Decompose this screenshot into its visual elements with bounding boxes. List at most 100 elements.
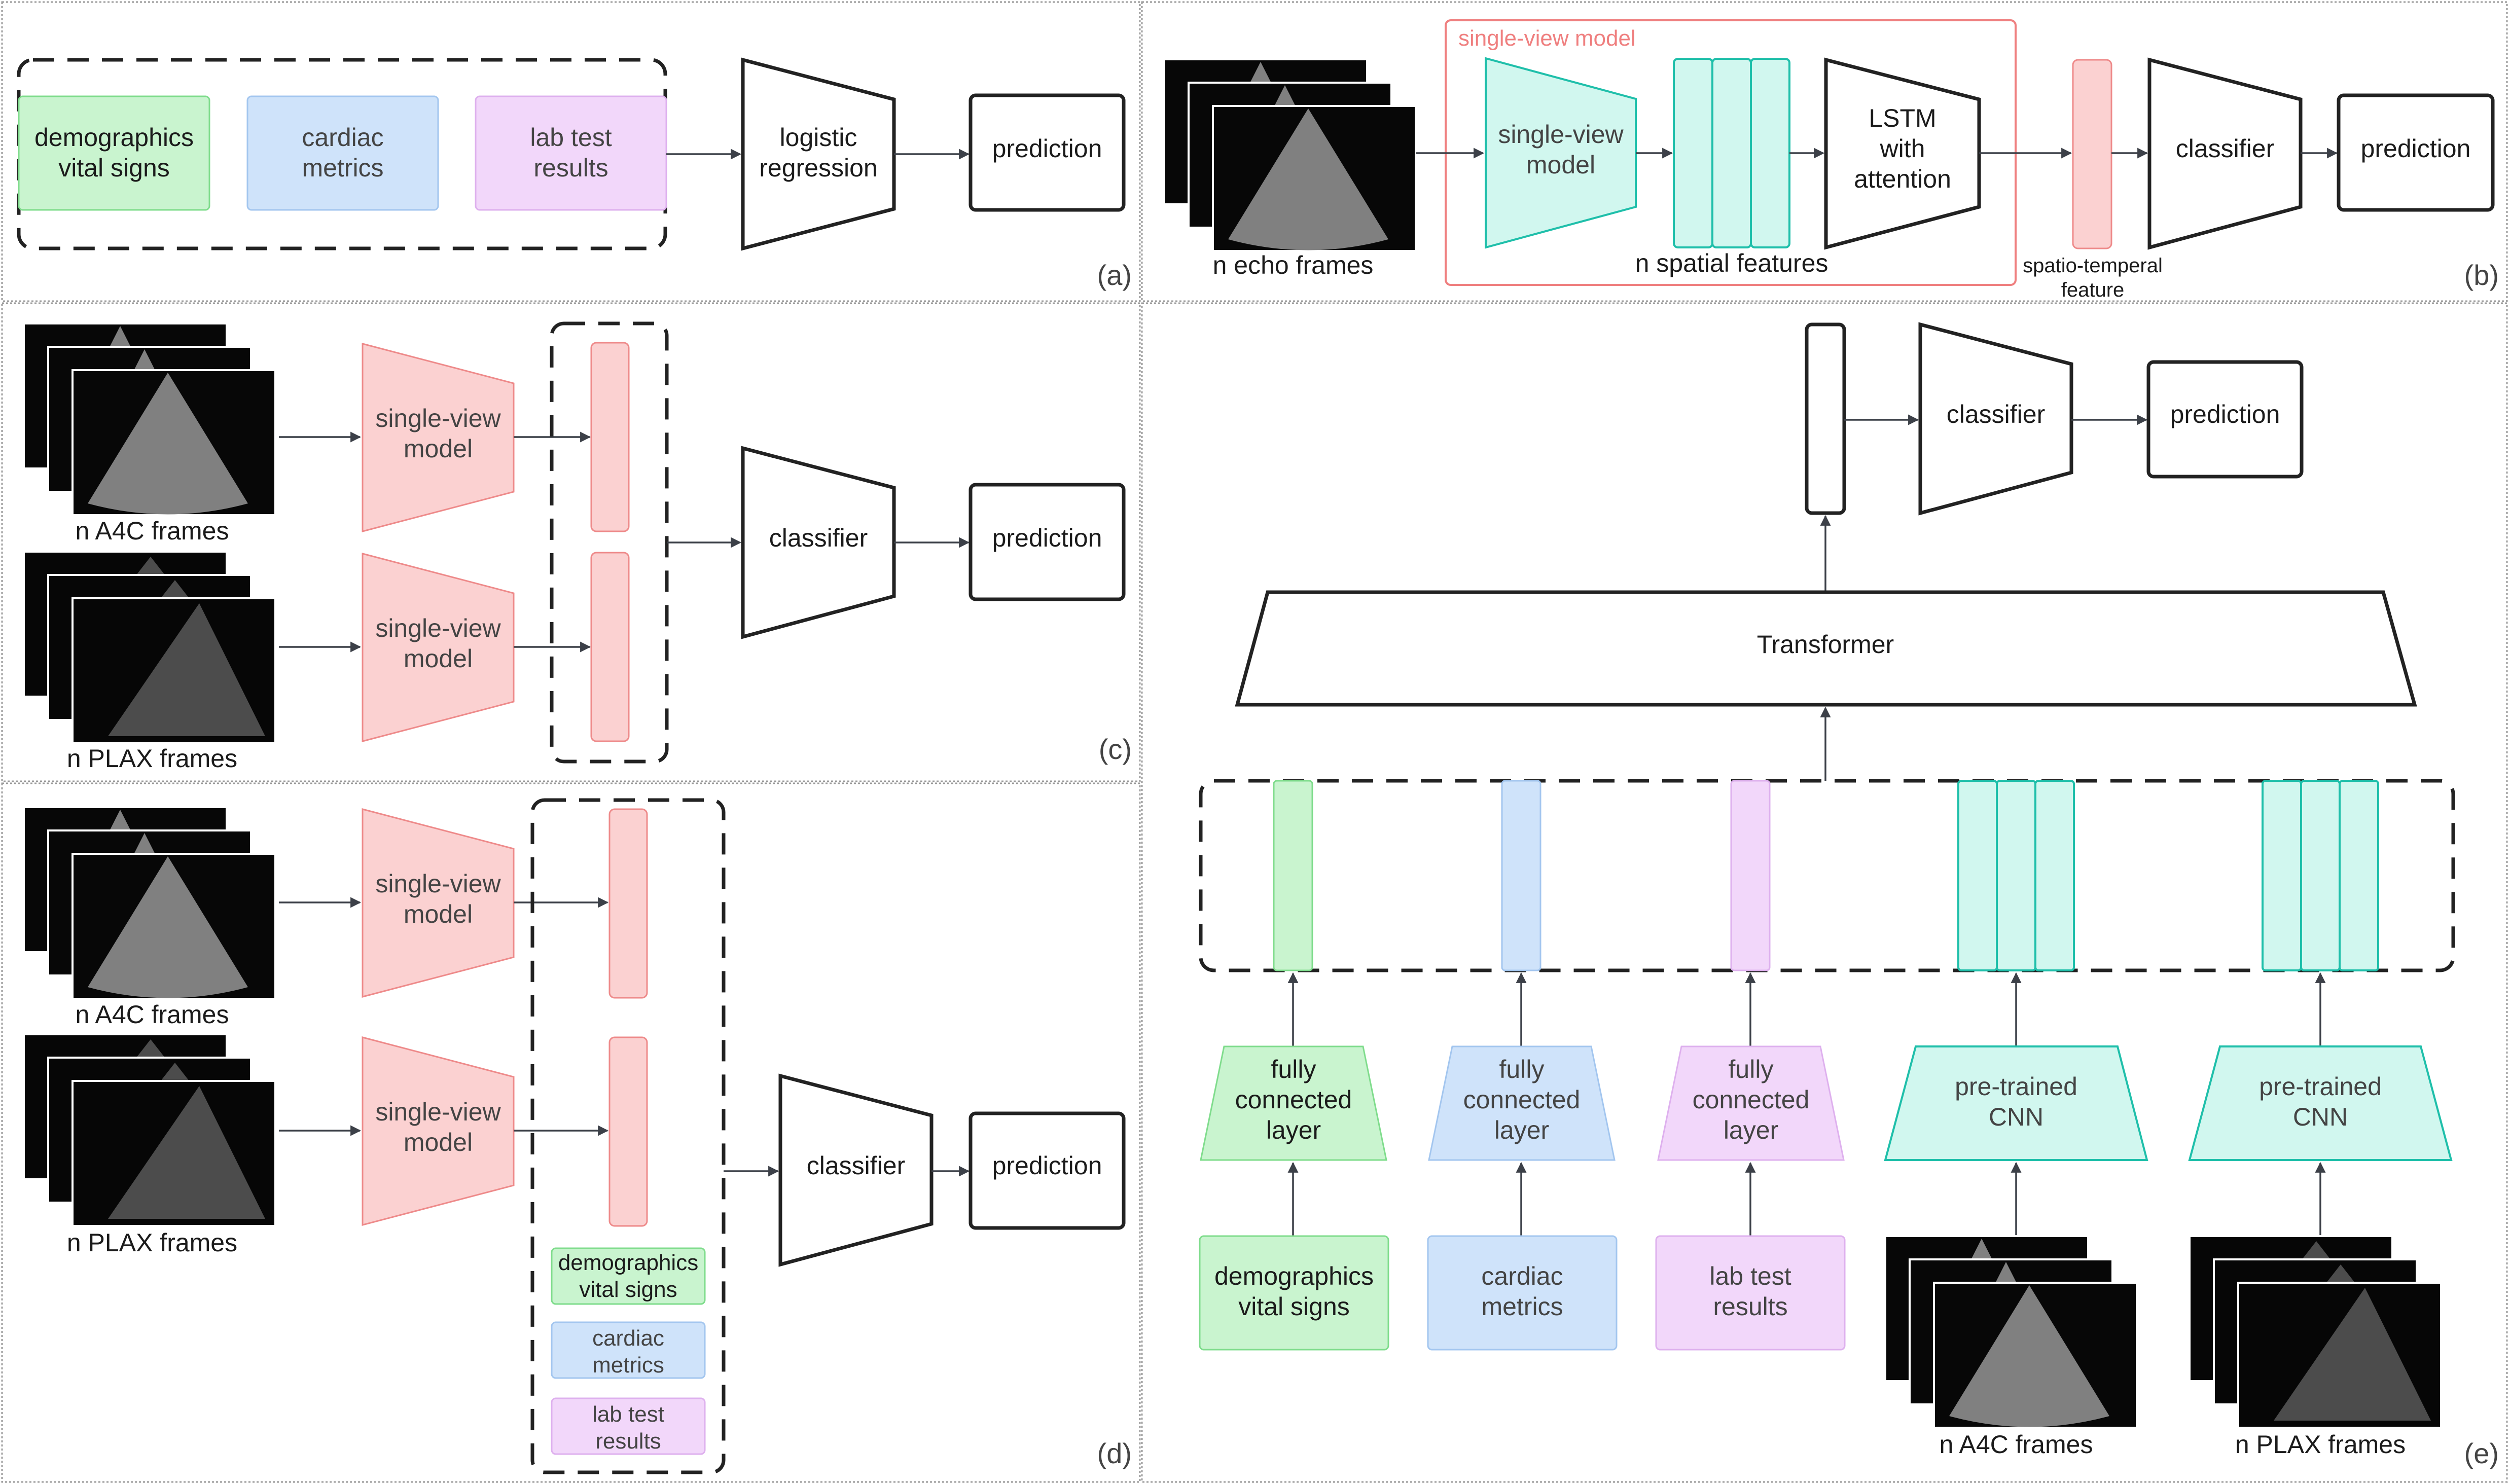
classifier-block-c [741,446,896,639]
prediction-label-a: prediction [992,134,1102,163]
demographics-token [1273,780,1313,971]
plax-frames-label-c: n PLAX frames [67,744,237,773]
fully-connected-layer-1 [1200,1045,1387,1161]
panel-b-border [1141,1,2508,302]
a4c-frames-label-c: n A4C frames [76,517,229,545]
classifier-block-e [1918,322,2073,516]
a4c-frames-stack-e [1884,1235,2138,1429]
prediction-box-a [969,93,1126,212]
echo-frames-stack [1163,58,1417,252]
panel-b: n echo frames single-view model single-v… [1163,19,2499,301]
prediction-label-e: prediction [2170,400,2280,428]
panel-a-border [1,1,1141,302]
feature-vector-c-bottom [590,552,630,742]
classifier-label-e: classifier [1947,400,2045,428]
classifier-label-d: classifier [807,1151,905,1180]
demographics-box [18,95,210,211]
panel-c-border [1,302,1141,782]
plax-frames-label-d: n PLAX frames [67,1228,237,1257]
demographics-box-d [551,1247,706,1305]
panel-tag-d: (d) [1097,1437,1132,1469]
feature-vector-d-top [608,808,648,999]
plax-tokens [2262,780,2379,971]
demographics-box-e [1199,1235,1389,1351]
lab-test-box-e [1655,1235,1846,1351]
cardiac-metrics-box [246,95,439,211]
classifier-label-c: classifier [769,524,868,552]
a4c-frames-label-e: n A4C frames [1940,1430,2093,1459]
classifier-block-d [778,1073,934,1267]
prediction-label-b: prediction [2361,134,2471,163]
single-view-encoder-c-top [362,343,515,532]
single-view-encoder-b [1485,57,1637,249]
prediction-box-b [2337,93,2495,212]
transformer-block [1235,590,2417,707]
panel-e-border [1141,302,2508,1483]
plax-frames-stack-d [23,1033,276,1227]
feature-vector-d-bottom [608,1036,648,1227]
fully-connected-layer-3 [1657,1045,1845,1161]
lab-token [1730,780,1771,971]
spatio-temporal-feature [2072,59,2112,249]
pretrained-cnn-plax [2188,1045,2453,1161]
single-view-encoder-c-bottom [362,553,515,742]
lab-test-box-d [551,1397,706,1455]
single-view-model-group-label: single-view model [1458,26,1636,51]
panel-tag-e: (e) [2464,1437,2499,1469]
a4c-frames-label-d: n A4C frames [76,1000,229,1029]
transformer-label: Transformer [1757,630,1894,659]
spatial-features-label: n spatial features [1635,249,1828,277]
single-view-encoder-d-bottom [362,1036,515,1226]
cardiac-token [1501,780,1541,971]
prediction-label-d: prediction [992,1151,1102,1180]
plax-frames-label-e: n PLAX frames [2235,1430,2406,1459]
echo-frames-label: n echo frames [1213,251,1374,279]
a4c-frames-stack-d [23,806,276,1000]
panel-e: classifier prediction Transformer [1199,322,2499,1469]
a4c-frames-stack-c [23,322,276,516]
prediction-label-c: prediction [992,524,1102,552]
plax-frames-stack-e [2189,1235,2442,1429]
token-group [1199,779,2455,972]
classifier-block-b [2147,57,2303,250]
cardiac-metrics-box-e [1427,1235,1618,1351]
panel-tag-a: (a) [1097,259,1132,291]
single-view-encoder-d-top [362,808,515,998]
cardiac-metrics-box-d [551,1321,706,1379]
panel-tag-b: (b) [2464,259,2499,291]
classifier-label-b: classifier [2176,134,2274,163]
prediction-box-d [969,1111,1126,1230]
panel-tag-c: (c) [1099,733,1132,765]
prediction-box-e [2146,360,2304,479]
fused-feature-vector [1805,322,1846,515]
spatial-features-stack [1673,58,1790,248]
feature-vector-c-top [590,342,630,532]
lab-test-box [475,95,667,211]
prediction-box-c [969,483,1126,601]
panel-d-border [1,782,1141,1483]
logistic-regression-block [741,57,896,251]
plax-frames-stack-c [23,551,276,744]
